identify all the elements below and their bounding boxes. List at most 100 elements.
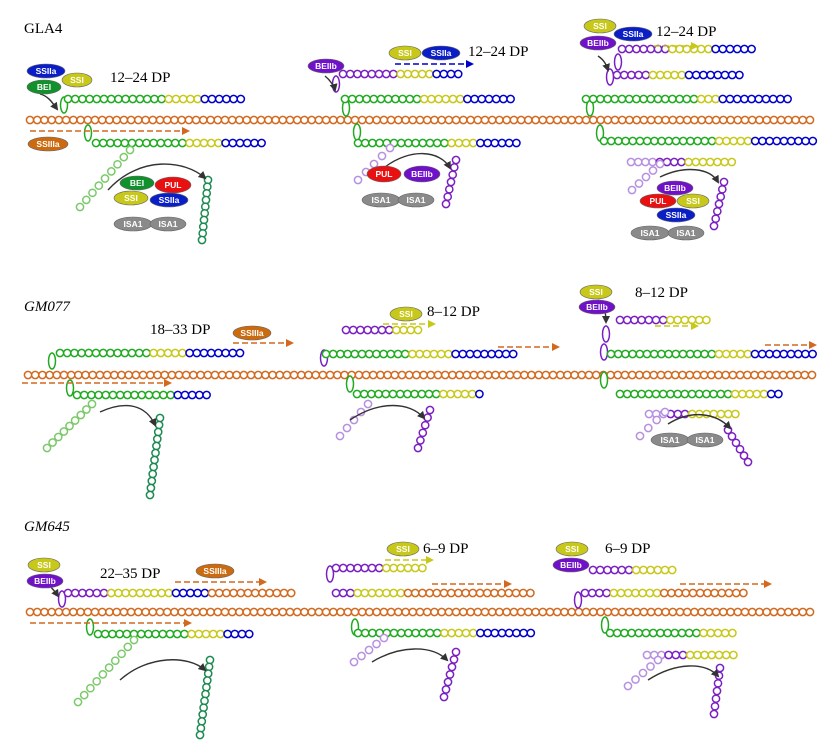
glucose-unit bbox=[454, 138, 464, 148]
enzyme-beiib-label: BEIIb bbox=[586, 302, 608, 312]
transfer-arrow bbox=[597, 55, 610, 72]
glucose-unit bbox=[142, 138, 151, 148]
glucose-unit bbox=[424, 389, 434, 399]
glucose-unit bbox=[338, 563, 348, 573]
backbone-chain-gm645 bbox=[567, 607, 577, 617]
glucose-unit bbox=[404, 138, 413, 148]
glucose-unit bbox=[130, 390, 139, 400]
backbone-chain-gm077 bbox=[807, 370, 817, 380]
backbone-chain-gm645 bbox=[523, 607, 533, 617]
glucose-unit bbox=[364, 645, 374, 655]
glucose-unit bbox=[655, 70, 665, 80]
glucose-unit bbox=[641, 70, 651, 80]
glucose-unit bbox=[425, 628, 435, 638]
backbone-chain-gla4 bbox=[119, 115, 129, 125]
glucose-unit bbox=[94, 181, 104, 190]
enzyme-isa1-label: ISA1 bbox=[124, 219, 143, 229]
branch-point bbox=[325, 565, 335, 583]
enzyme-ssi-shape bbox=[61, 72, 93, 88]
glucose-unit bbox=[411, 628, 420, 638]
backbone-chain-gla4 bbox=[141, 115, 150, 125]
glucose-unit bbox=[203, 669, 213, 678]
glucose-unit bbox=[70, 94, 80, 104]
glucose-unit bbox=[695, 588, 705, 598]
backbone-chain-gm077 bbox=[275, 370, 285, 380]
backbone-chain-gm077 bbox=[390, 370, 400, 380]
glucose-unit bbox=[158, 629, 168, 639]
backbone-chain-gm645 bbox=[213, 607, 223, 617]
backbone-chain-gm077 bbox=[584, 370, 594, 380]
enzyme-ssi-label: SSI bbox=[70, 75, 84, 85]
glucose-unit bbox=[476, 138, 485, 148]
glucose-unit bbox=[379, 349, 388, 359]
glucose-unit bbox=[418, 428, 428, 438]
glucose-unit bbox=[199, 138, 209, 148]
backbone-chain-gm645 bbox=[458, 607, 468, 617]
glucose-unit bbox=[646, 662, 655, 671]
backbone-chain-gm645 bbox=[646, 607, 656, 617]
glucose-unit bbox=[70, 416, 80, 425]
glucose-unit bbox=[468, 628, 478, 638]
glucose-unit bbox=[106, 348, 115, 358]
glucose-unit bbox=[343, 349, 352, 359]
transfer-arrow bbox=[119, 659, 207, 681]
glucose-unit bbox=[331, 588, 341, 598]
backbone-chain-gla4 bbox=[76, 115, 85, 125]
enzyme-ssiia-label: SSIIa bbox=[159, 195, 180, 205]
glucose-unit bbox=[449, 162, 459, 172]
glucose-unit bbox=[728, 628, 737, 638]
backbone-chain-gla4 bbox=[170, 115, 179, 125]
glucose-unit bbox=[723, 389, 733, 399]
glucose-unit bbox=[377, 151, 387, 161]
backbone-chain-gm077 bbox=[519, 370, 529, 380]
enzyme-ssiia: SSIIa bbox=[149, 192, 189, 208]
backbone-chain-gla4 bbox=[227, 115, 237, 125]
glucose-unit bbox=[360, 588, 370, 598]
glucose-unit bbox=[699, 70, 708, 80]
glucose-unit bbox=[674, 588, 683, 598]
glucose-unit bbox=[700, 136, 710, 146]
backbone-chain-gm645 bbox=[314, 607, 324, 617]
glucose-unit bbox=[627, 185, 637, 195]
glucose-unit bbox=[178, 94, 188, 104]
glucose-unit bbox=[470, 94, 479, 104]
glucose-unit bbox=[170, 348, 180, 358]
glucose-unit bbox=[694, 315, 704, 325]
glucose-unit bbox=[667, 588, 676, 598]
glucose-unit bbox=[729, 136, 738, 146]
backbone-chain-gla4 bbox=[603, 115, 613, 125]
glucose-unit bbox=[413, 325, 423, 335]
backbone-chain-gm645 bbox=[682, 607, 692, 617]
glucose-unit bbox=[723, 409, 733, 419]
glucose-unit bbox=[504, 628, 514, 638]
glucose-unit bbox=[422, 349, 432, 359]
backbone-chain-gla4 bbox=[704, 115, 714, 125]
backbone-chain-gm077 bbox=[138, 370, 148, 380]
glucose-unit bbox=[244, 629, 254, 639]
glucose-unit bbox=[180, 629, 189, 639]
glucose-unit bbox=[735, 70, 744, 80]
glucose-unit bbox=[504, 588, 514, 598]
backbone-chain-gm077 bbox=[670, 370, 680, 380]
backbone-chain-gm645 bbox=[32, 607, 42, 617]
glucose-unit bbox=[622, 389, 632, 399]
glucose-unit bbox=[146, 483, 156, 493]
glucose-unit bbox=[735, 444, 745, 454]
backbone-chain-gm077 bbox=[527, 370, 536, 380]
backbone-chain-gm645 bbox=[704, 607, 714, 617]
backbone-chain-gm077 bbox=[714, 370, 723, 380]
glucose-unit bbox=[454, 588, 463, 598]
backbone-chain-gm077 bbox=[541, 370, 551, 380]
backbone-chain-gm645 bbox=[206, 607, 215, 617]
enzyme-pul-shape bbox=[639, 193, 677, 209]
glucose-unit bbox=[648, 157, 657, 167]
glucose-unit bbox=[122, 629, 132, 639]
glucose-unit bbox=[675, 94, 684, 104]
glucose-unit bbox=[142, 588, 152, 598]
backbone-chain-gm645 bbox=[126, 607, 136, 617]
glucose-unit bbox=[372, 639, 381, 649]
backbone-chain-gm645 bbox=[718, 607, 728, 617]
enzyme-beiib-shape bbox=[552, 557, 590, 573]
enzyme-isa1-label: ISA1 bbox=[661, 435, 680, 445]
backbone-chain-gla4 bbox=[336, 115, 345, 125]
